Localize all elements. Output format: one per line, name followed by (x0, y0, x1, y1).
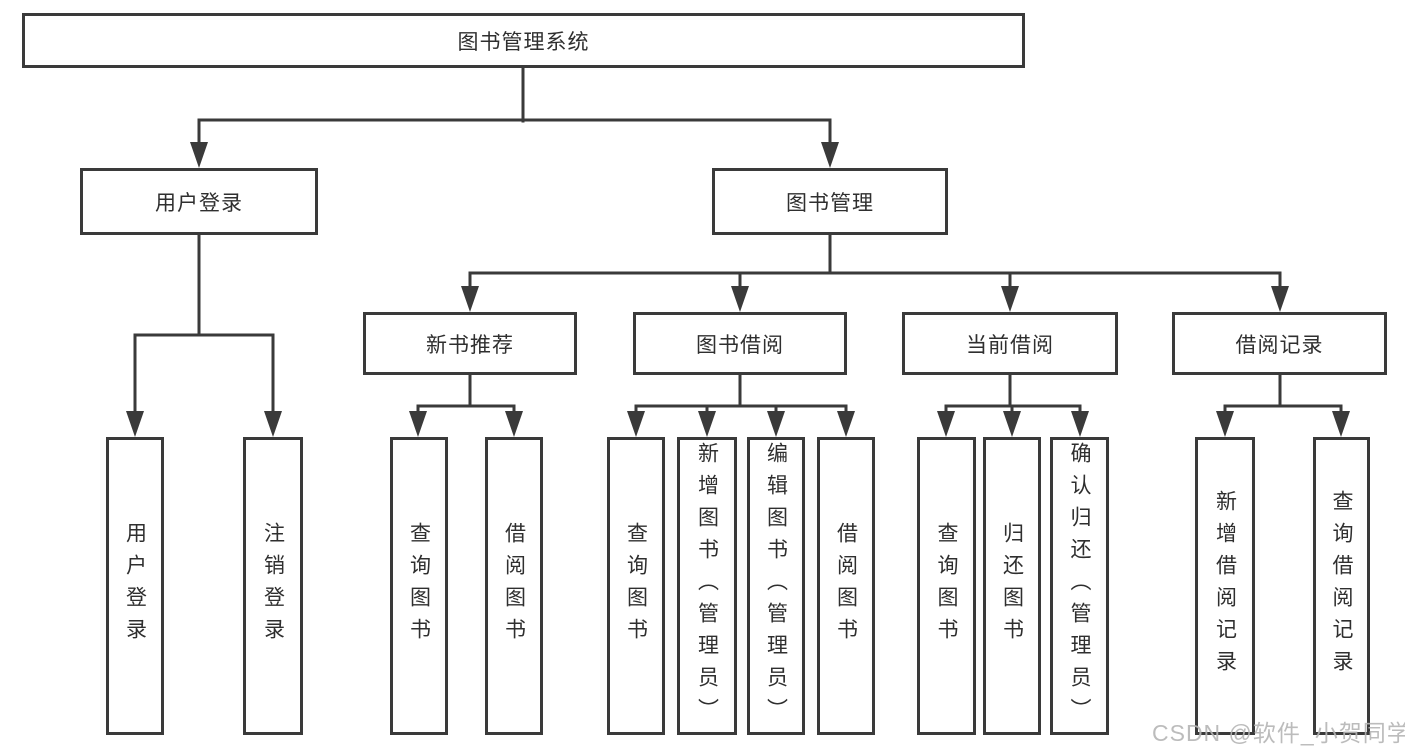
node-book-management: 图书管理 (712, 168, 948, 235)
leaf-label: 注销登录 (261, 522, 285, 650)
leaf-label: 借阅图书 (502, 522, 526, 650)
leaf-label: 归还图书 (1000, 522, 1024, 650)
node-label: 图书管理系统 (457, 30, 590, 54)
leaf-borrow-books-2: 借阅图书 (817, 437, 875, 735)
node-label: 图书管理 (786, 191, 874, 215)
leaf-query-books-3: 查询图书 (917, 437, 976, 735)
leaf-logout: 注销登录 (243, 437, 303, 735)
leaf-query-books-1: 查询图书 (390, 437, 448, 735)
node-user-login: 用户登录 (80, 168, 318, 235)
node-system-root: 图书管理系统 (22, 13, 1025, 68)
watermark: CSDN @软件_小贺同学 (1152, 720, 1405, 746)
leaf-label: 查询图书 (407, 522, 431, 650)
leaf-return-books: 归还图书 (983, 437, 1041, 735)
leaf-label: 查询图书 (935, 522, 958, 650)
leaf-borrow-books-1: 借阅图书 (485, 437, 543, 735)
node-new-book-recommend: 新书推荐 (363, 312, 577, 375)
node-label: 图书借阅 (696, 333, 784, 357)
node-book-borrowing: 图书借阅 (633, 312, 847, 375)
leaf-add-borrow-record: 新增借阅记录 (1195, 437, 1255, 735)
leaf-label: 编辑图书（管理员） (764, 442, 788, 730)
leaf-label: 新增图书（管理员） (695, 442, 719, 730)
leaf-label: 确认归还（管理员） (1068, 442, 1091, 730)
node-borrowing-records: 借阅记录 (1172, 312, 1387, 375)
leaf-add-books-admin: 新增图书（管理员） (677, 437, 737, 735)
leaf-user-login: 用户登录 (106, 437, 164, 735)
leaf-label: 查询图书 (624, 522, 648, 650)
node-label: 当前借阅 (966, 333, 1054, 357)
leaf-query-books-2: 查询图书 (607, 437, 665, 735)
leaf-confirm-return-admin: 确认归还（管理员） (1050, 437, 1109, 735)
node-label: 新书推荐 (426, 333, 514, 357)
arrowheads (126, 142, 1350, 437)
leaf-edit-books-admin: 编辑图书（管理员） (747, 437, 805, 735)
node-current-borrowing: 当前借阅 (902, 312, 1118, 375)
leaf-label: 用户登录 (123, 522, 147, 650)
leaf-query-borrow-record: 查询借阅记录 (1313, 437, 1370, 735)
leaf-label: 查询借阅记录 (1330, 490, 1353, 682)
leaf-label: 借阅图书 (834, 522, 858, 650)
leaf-label: 新增借阅记录 (1213, 490, 1237, 682)
node-label: 借阅记录 (1235, 333, 1324, 357)
node-label: 用户登录 (155, 191, 243, 215)
